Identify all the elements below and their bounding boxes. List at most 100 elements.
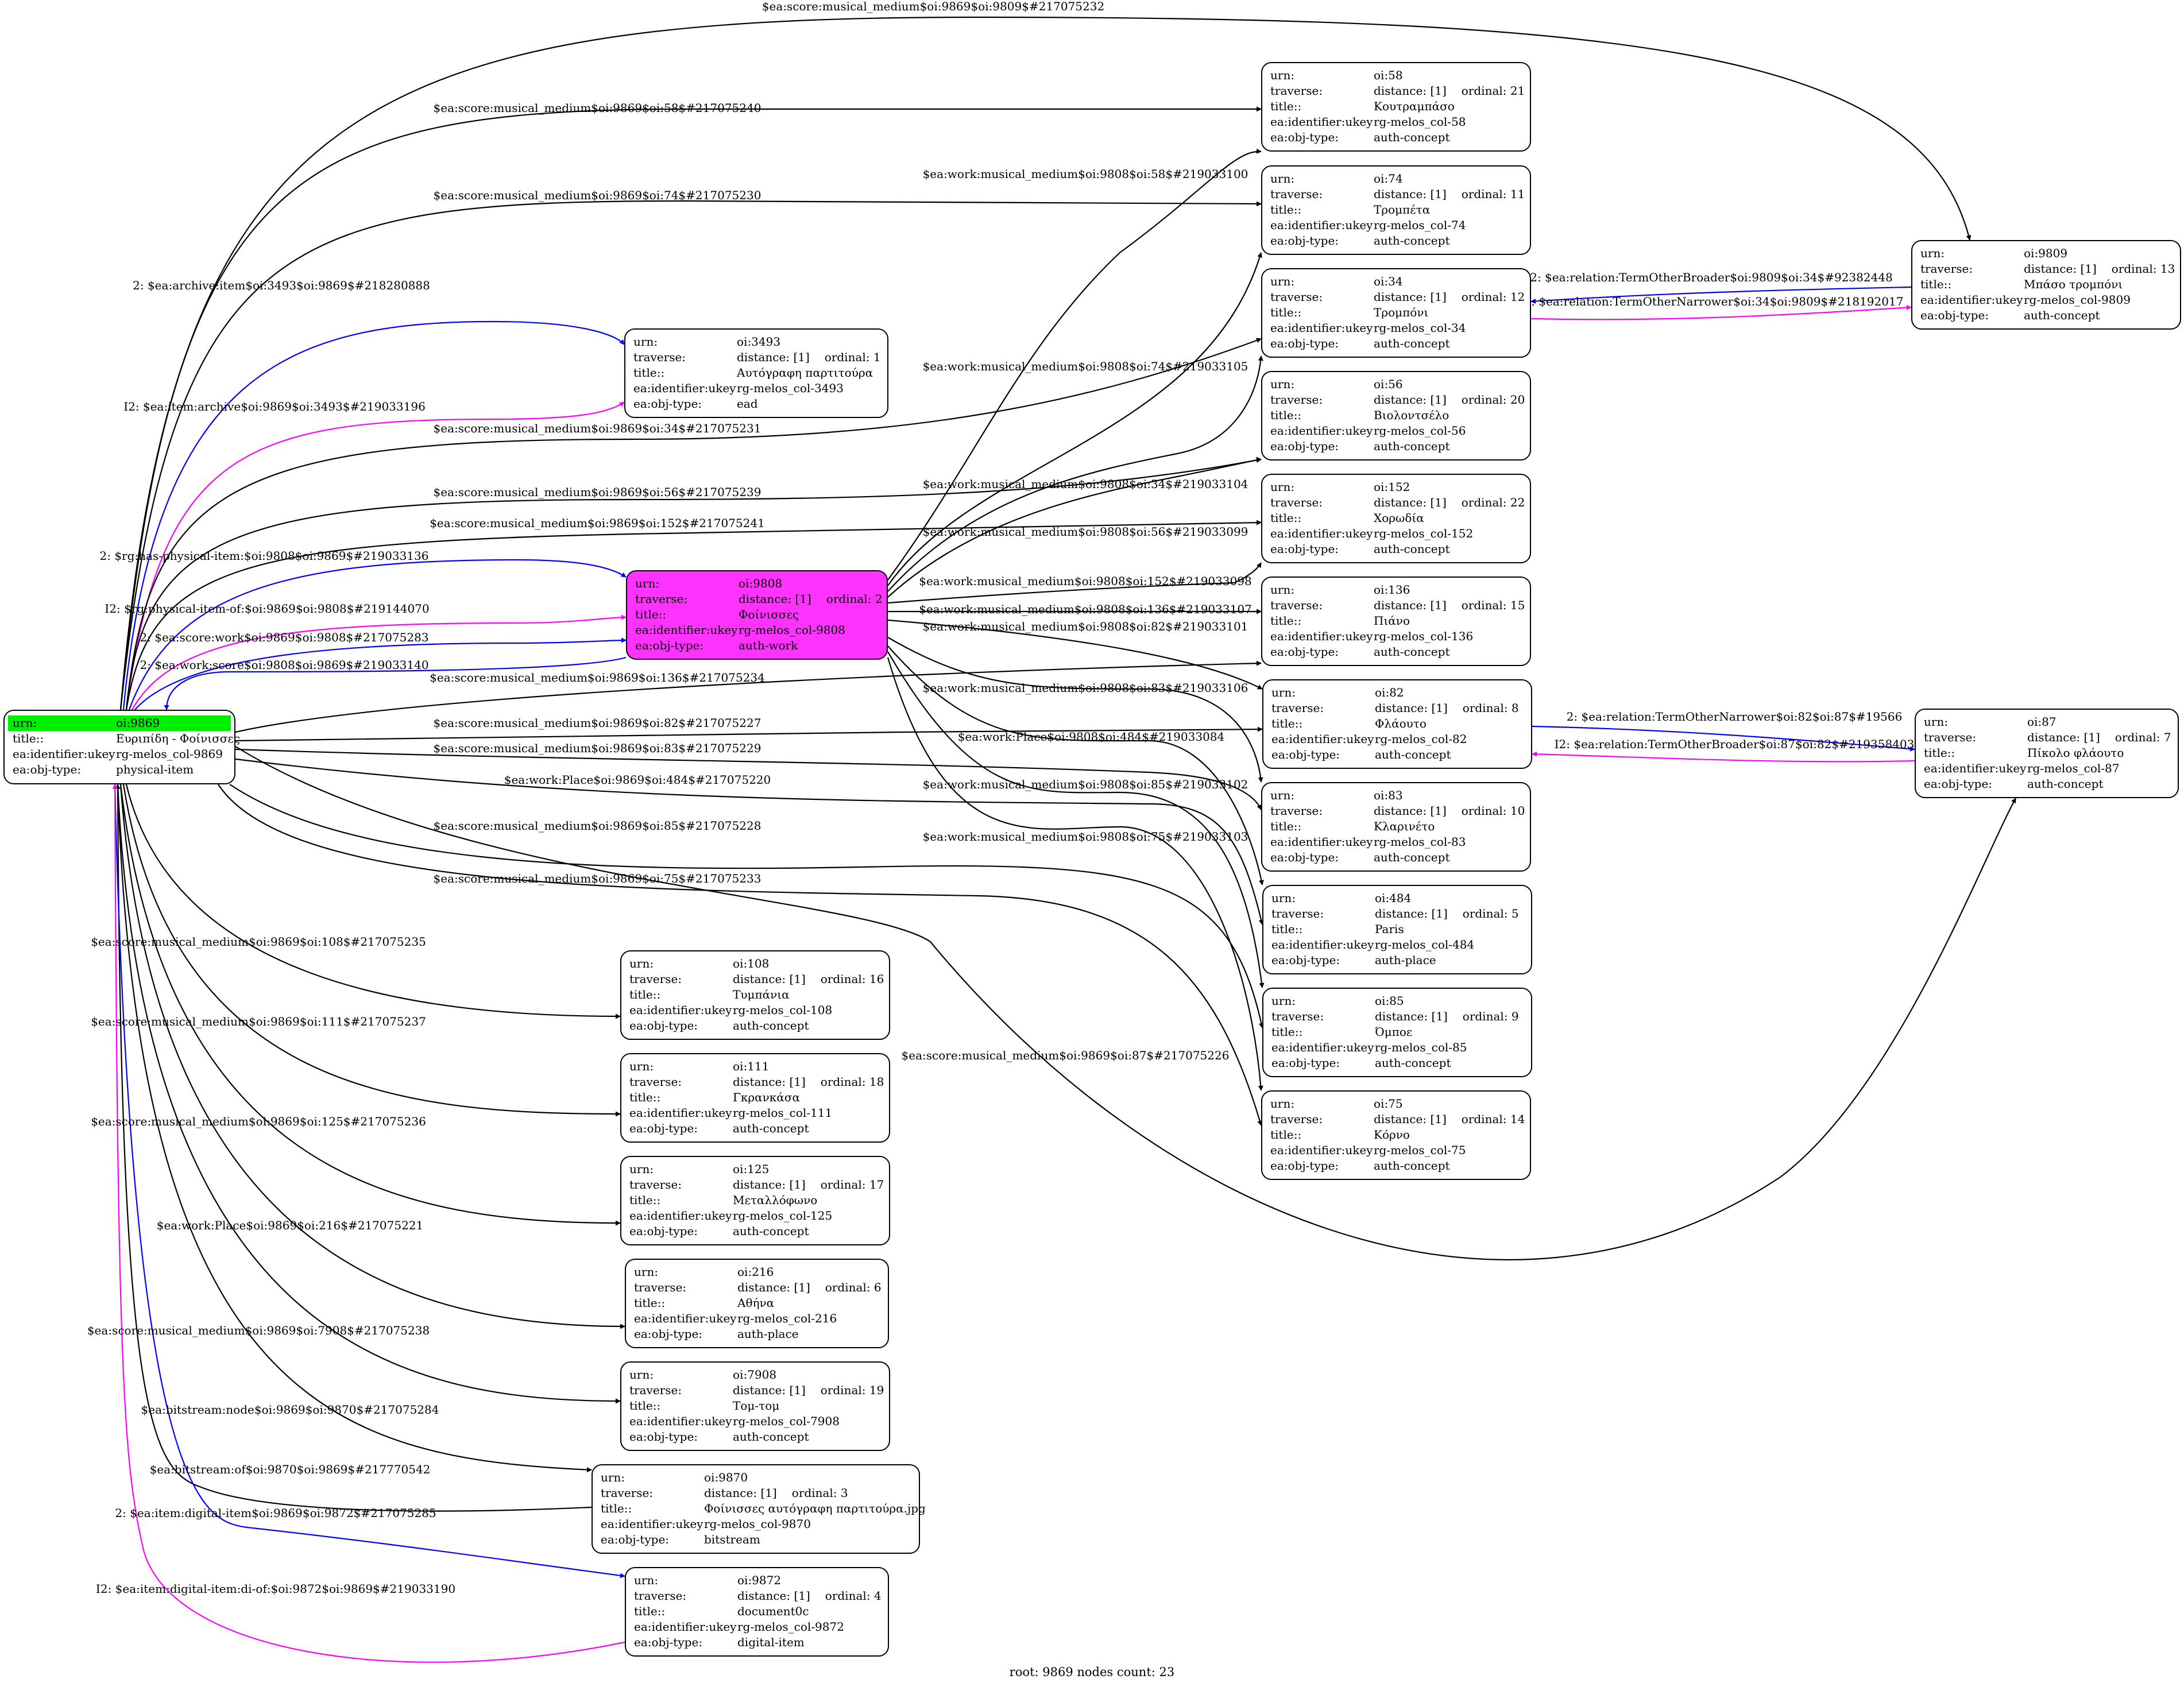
node-type-row: ea:obj-type:auth-concept — [1924, 776, 2170, 792]
node-traverse-row: traverse:distance: [1]ordinal: 2 — [635, 591, 883, 607]
edge-e3 — [119, 200, 1262, 710]
node-urn-row: urn:oi:3493 — [633, 334, 879, 350]
edge-e24 — [117, 784, 592, 1473]
node-title-row: title::Αυτόγραφη παρτιτούρα — [633, 365, 879, 381]
node-urn-row: urn:oi:9872 — [634, 1573, 880, 1588]
node-type-key: ea:obj-type: — [629, 1430, 698, 1444]
node-type-value: auth-concept — [1375, 748, 1451, 761]
node-title-key: title:: — [629, 988, 661, 1001]
edge-e12 — [164, 656, 627, 710]
edge-r3 — [1532, 725, 1915, 752]
node-urn-key: urn: — [1270, 480, 1295, 494]
node-traverse-value: distance: [1] — [1374, 290, 1447, 304]
edge-label-e21: $ea:score:musical_medium$oi:9869$oi:125$… — [91, 1115, 426, 1128]
node-ukey-key: ea:identifier:ukey — [1270, 115, 1373, 129]
node-ukey-value: rg-melos_col-108 — [733, 1003, 833, 1017]
node-urn-key: urn: — [1270, 583, 1295, 597]
node-urn-key: urn: — [1271, 994, 1296, 1008]
edge-e17 — [229, 784, 1264, 1028]
node-ukey-value: rg-melos_col-152 — [1374, 527, 1474, 540]
node-traverse-row: traverse:distance: [1]ordinal: 21 — [1270, 83, 1525, 99]
node-type-value: auth-concept — [1374, 130, 1450, 144]
node-type-value: auth-concept — [733, 1430, 809, 1444]
node-type-row: ea:obj-type:auth-concept — [629, 1121, 881, 1136]
node-type-row: ea:obj-type:auth-concept — [1920, 308, 2172, 323]
node-title-key: title:: — [1920, 277, 1952, 291]
edge-w4 — [887, 456, 1262, 598]
node-traverse-ordinal: ordinal: 22 — [1461, 496, 1525, 509]
node-ukey-key: ea:identifier:ukey — [1270, 527, 1373, 540]
node-title-key: title:: — [629, 1090, 661, 1104]
node-ukey-value: rg-melos_col-9872 — [737, 1620, 844, 1634]
edge-e5 — [125, 401, 625, 710]
node-type-value: digital-item — [737, 1635, 805, 1649]
node-ukey-value: rg-melos_col-136 — [1374, 629, 1474, 643]
edge-label-e4: 2: $ea:archive:item$oi:3493$oi:9869$#218… — [133, 278, 430, 292]
node-ukey-value: rg-melos_col-111 — [733, 1106, 833, 1120]
node-title-row: title::Γκρανκάσα — [629, 1090, 881, 1105]
node-traverse-ordinal: ordinal: 8 — [1462, 701, 1519, 715]
edge-label-e5: I2: $ea:item:archive$oi:9869$oi:3493$#21… — [123, 400, 426, 413]
node-title-value: Χορωδία — [1374, 511, 1424, 525]
edge-label-e9: 2: $rg:has-physical-item:$oi:9808$oi:986… — [100, 549, 429, 563]
node-urn-row: urn:oi:83 — [1270, 788, 1522, 803]
node-title-key: title:: — [1271, 717, 1303, 730]
node-type-row: ea:obj-type:bitstream — [601, 1532, 911, 1547]
node-type-row: ea:obj-type:digital-item — [634, 1635, 880, 1650]
node-urn-row: urn:oi:9808 — [635, 576, 879, 591]
node-urn-value: oi:484 — [1375, 891, 1412, 905]
edge-r2 — [1530, 305, 1912, 320]
node-urn-row: urn:oi:34 — [1270, 274, 1522, 289]
node-urn-key: urn: — [629, 1059, 654, 1073]
node-traverse-ordinal: ordinal: 3 — [791, 1486, 848, 1500]
node-root-9869[interactable]: urn: oi:9869 title:: Ευριπίδη - Φοίνισσε… — [3, 710, 240, 784]
node-urn-row: urn:oi:7908 — [629, 1367, 881, 1383]
node-type-value: ead — [737, 397, 758, 411]
node-traverse-value: distance: [1] — [1374, 598, 1447, 612]
node-traverse-value: distance: [1] — [737, 350, 810, 364]
edge-e27 — [112, 784, 625, 1663]
edge-label-e14: $ea:score:musical_medium$oi:9869$oi:82$#… — [434, 716, 761, 730]
node-type-row: ea:obj-type:auth-concept — [1270, 644, 1522, 660]
edge-label-e7: $ea:score:musical_medium$oi:9869$oi:56$#… — [434, 485, 761, 499]
node-urn-row: urn:oi:152 — [1270, 479, 1522, 495]
node-title-key: title:: — [1270, 99, 1302, 113]
node-type-value: auth-concept — [733, 1224, 809, 1238]
node-traverse-row: traverse:distance: [1]ordinal: 20 — [1270, 392, 1525, 408]
node-type-value: auth-place — [1375, 953, 1436, 967]
node-urn-value: oi:136 — [1374, 583, 1410, 597]
node-traverse-value: distance: [1] — [1374, 496, 1447, 509]
node-traverse-ordinal: ordinal: 15 — [1461, 598, 1525, 612]
edge-label-r1: 2: $ea:relation:TermOtherBroader$oi:9809… — [1530, 270, 1893, 284]
node-type-value: auth-concept — [1374, 645, 1450, 659]
node-title-key: title:: — [1270, 305, 1302, 319]
node-type-value: auth-concept — [1374, 1159, 1450, 1173]
node-type-row: ea:obj-type:ead — [633, 396, 879, 412]
